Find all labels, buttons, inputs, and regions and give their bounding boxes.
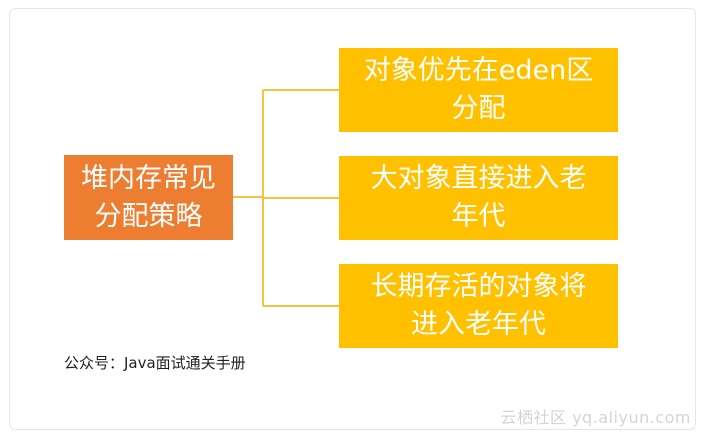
child-node-eden: 对象优先在eden区 分配 [339, 48, 618, 132]
root-node-label: 堆内存常见 分配策略 [81, 162, 216, 232]
child-node-label: 大对象直接进入老 年代 [370, 163, 587, 232]
child-node-long-lived: 长期存活的对象将 进入老年代 [339, 264, 618, 348]
caption-text: 公众号：Java面试通关手册 [64, 354, 246, 372]
child-node-large-object: 大对象直接进入老 年代 [339, 156, 618, 240]
root-node: 堆内存常见 分配策略 [64, 155, 233, 240]
child-node-label: 对象优先在eden区 分配 [363, 55, 594, 124]
child-node-label: 长期存活的对象将 进入老年代 [370, 271, 587, 340]
watermark-text: 云栖社区 yq.aliyun.com [500, 408, 691, 427]
